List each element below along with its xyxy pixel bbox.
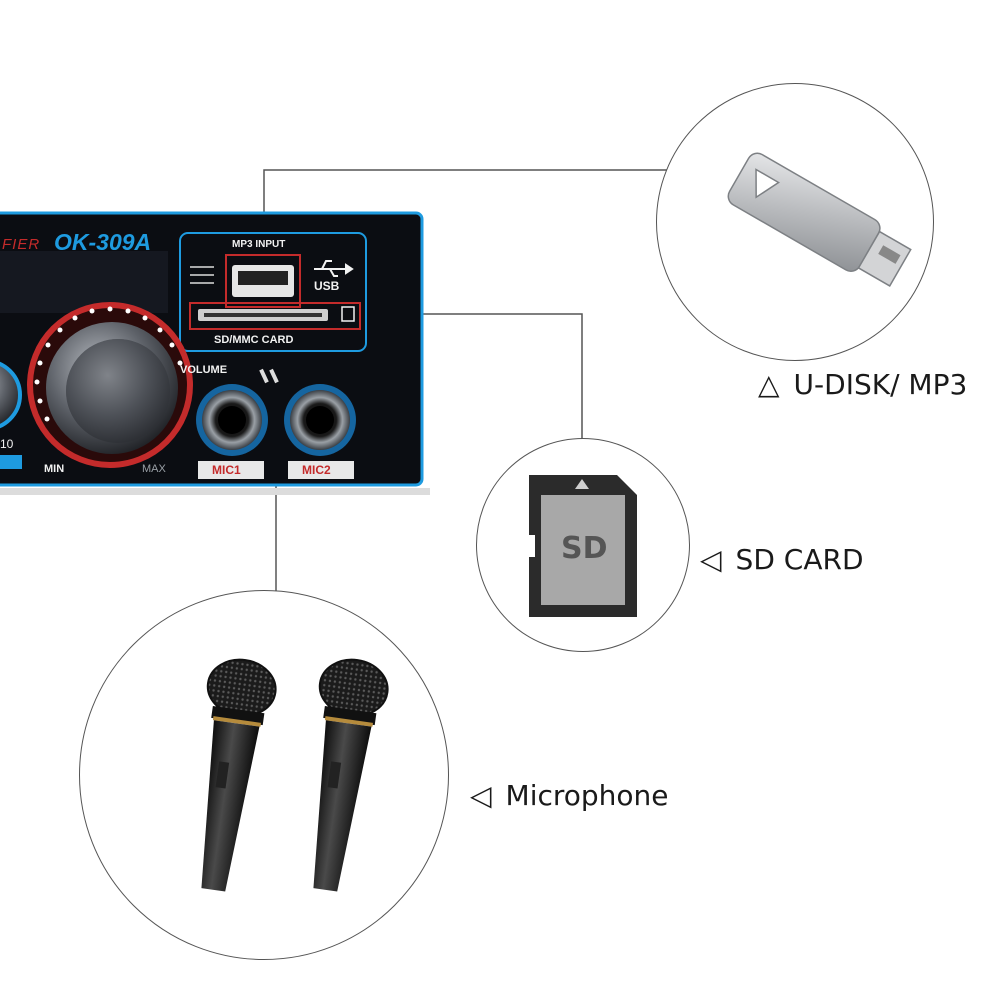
- triangle-up-icon: △: [758, 368, 780, 401]
- brand-fragment: FIER: [2, 236, 41, 253]
- min-label: MIN: [44, 463, 65, 475]
- udisk-label: U-DISK/ MP3: [793, 368, 968, 401]
- sd-connector-line: [360, 313, 583, 440]
- sd-label: SD CARD: [735, 543, 864, 576]
- sd-callout: ◁ SD CARD: [700, 543, 864, 576]
- mic1-label: MIC1: [212, 463, 241, 477]
- usb-trident-icon: [314, 260, 354, 277]
- sd-circle: SD: [476, 438, 690, 652]
- usb-label: USB: [314, 279, 340, 293]
- mp3-input-label: MP3 INPUT: [232, 239, 286, 250]
- volume-label: VOLUME: [180, 364, 228, 376]
- triangle-left-icon: ◁: [700, 543, 722, 576]
- udisk-callout: △ U-DISK/ MP3: [758, 368, 967, 401]
- sd-mmc-card-label: SD/MMC CARD: [214, 334, 294, 346]
- sd-card-icon: [529, 475, 637, 617]
- mic2-label: MIC2: [302, 463, 331, 477]
- sd-card-text: SD: [561, 531, 608, 566]
- amplifier-panel: FIER OK-309A MP3 INPUT USB SD/MMC CARD V…: [0, 205, 430, 495]
- mic-circle: [79, 590, 449, 960]
- triangle-left-icon: ◁: [470, 779, 492, 812]
- mic-pair-icon: [259, 368, 279, 384]
- udisk-circle: [656, 83, 934, 361]
- mic-callout: ◁ Microphone: [470, 779, 669, 812]
- max-label: MAX: [142, 463, 166, 475]
- microphones-icon: [201, 658, 389, 892]
- amplifier-graphic: [0, 211, 430, 495]
- microphone-label: Microphone: [505, 779, 669, 812]
- scale-fragment: 10: [0, 437, 14, 451]
- model-label: OK-309A: [54, 229, 152, 255]
- usb-drive-icon: [727, 152, 912, 287]
